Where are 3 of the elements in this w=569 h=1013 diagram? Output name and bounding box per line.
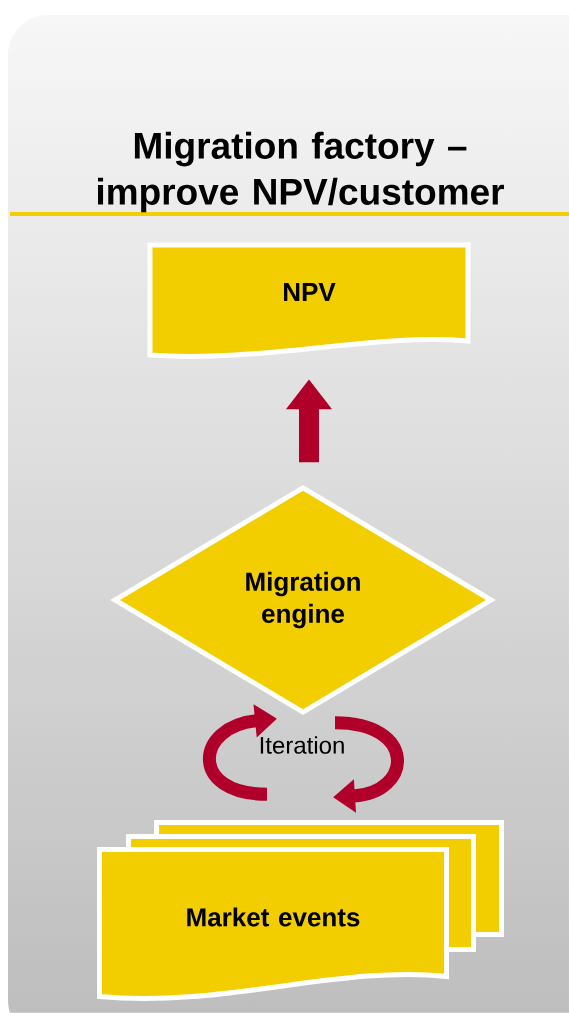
iteration-label: Iteration (260, 736, 344, 754)
title: Migration factory – improve NPV/customer (98, 131, 504, 213)
stacked-documents: Market events (97, 820, 504, 1001)
